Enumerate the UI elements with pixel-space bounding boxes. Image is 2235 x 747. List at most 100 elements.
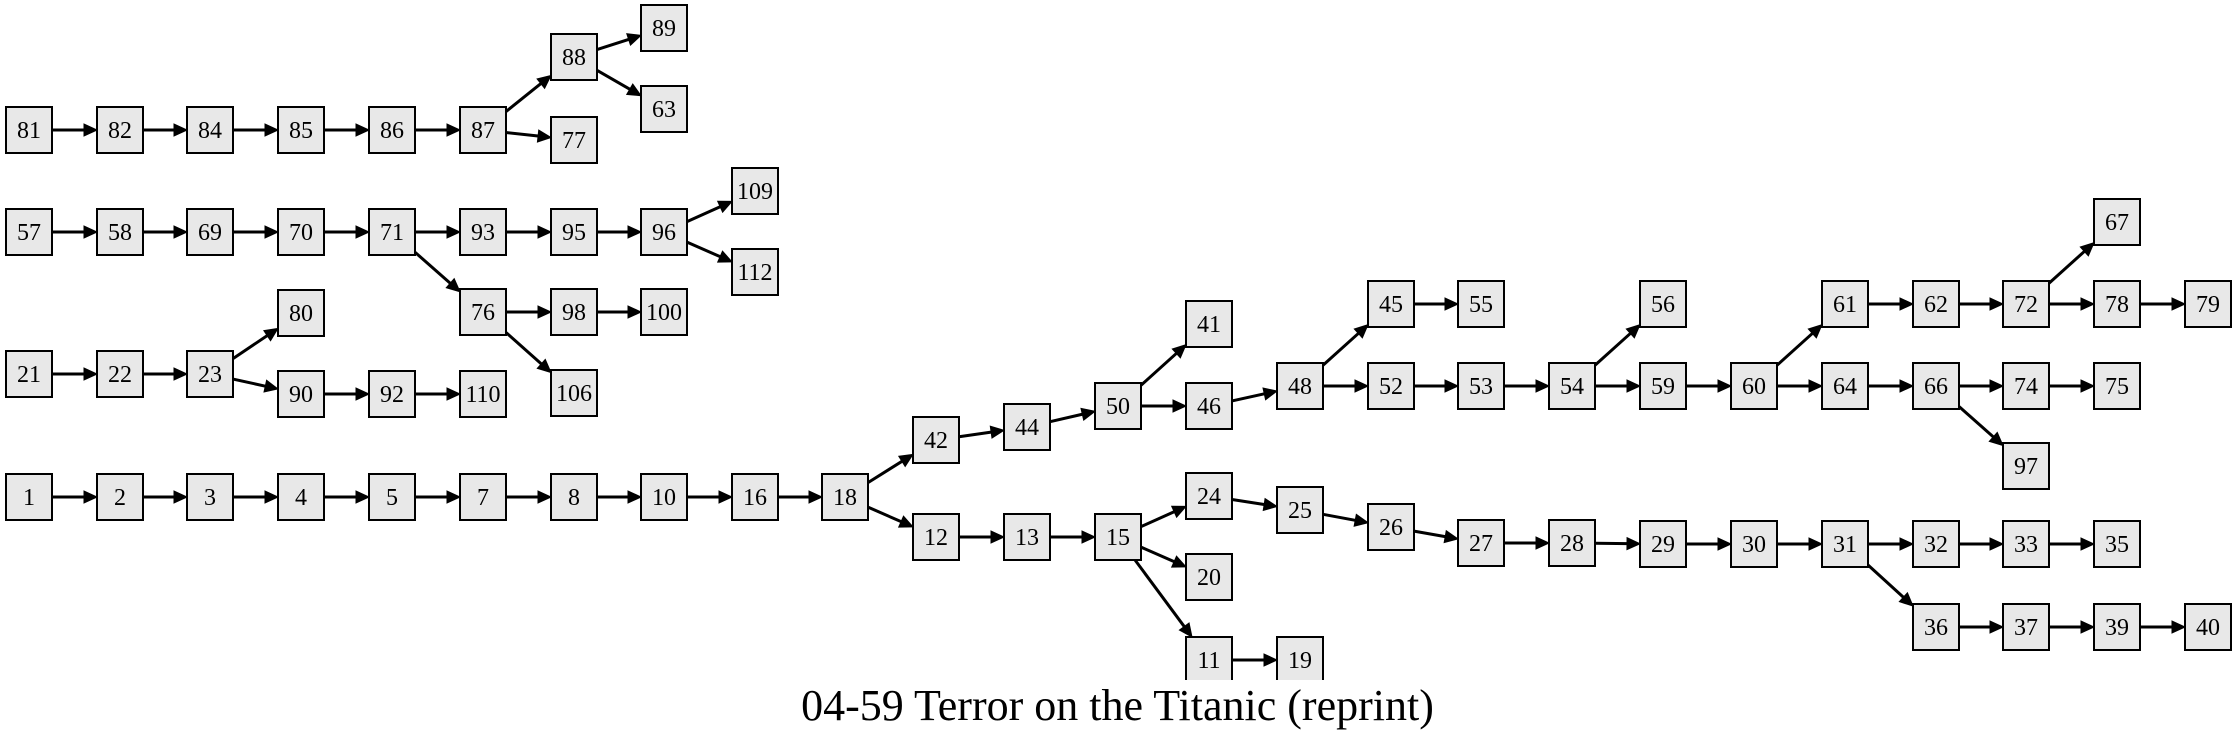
edge-line (1231, 498, 1265, 506)
node-box (1548, 519, 1596, 567)
node-label: 88 (562, 45, 586, 71)
node-label: 87 (471, 118, 495, 144)
node-label: 39 (2105, 615, 2129, 641)
node-75: 75 (2093, 362, 2141, 410)
node-label: 97 (2014, 454, 2038, 480)
node-93: 93 (459, 208, 507, 256)
node-82: 82 (96, 106, 144, 154)
arrowhead-icon (627, 490, 643, 504)
node-label: 37 (2014, 615, 2038, 641)
node-label: 1 (23, 485, 35, 511)
edge-96-109 (686, 200, 734, 224)
arrowhead-icon (2080, 379, 2096, 393)
arrowhead-icon (1353, 513, 1370, 527)
node-2: 2 (96, 473, 144, 521)
arrowhead-icon (1899, 537, 1915, 551)
edge-76-106 (505, 331, 552, 374)
node-label: 85 (289, 118, 313, 144)
node-label: 8 (568, 485, 580, 511)
arrowhead-icon (1444, 379, 1460, 393)
arrowhead-icon (263, 327, 279, 342)
edge-23-90 (232, 377, 280, 393)
node-label: 60 (1742, 374, 1766, 400)
edge-15-24 (1140, 505, 1188, 529)
arrowhead-icon (716, 200, 734, 214)
node-box (2184, 280, 2232, 328)
node-box (731, 248, 779, 296)
node-11: 11 (1185, 636, 1233, 680)
arrowhead-icon (537, 490, 553, 504)
edge-61-62 (1868, 297, 1915, 311)
node-56: 56 (1639, 280, 1687, 328)
node-box (2002, 442, 2050, 490)
edge-layer (52, 33, 2187, 667)
arrowhead-icon (2171, 297, 2187, 311)
node-45: 45 (1367, 280, 1415, 328)
node-box (1639, 520, 1687, 568)
arrowhead-icon (989, 425, 1006, 439)
node-box (2184, 603, 2232, 651)
arrowhead-icon (537, 225, 553, 239)
node-label: 27 (1469, 531, 1493, 557)
arrowhead-icon (1717, 379, 1733, 393)
node-label: 35 (2105, 532, 2129, 558)
node-label: 58 (108, 220, 132, 246)
node-35: 35 (2093, 520, 2141, 568)
arrowhead-icon (1444, 297, 1460, 311)
node-box (368, 473, 416, 521)
node-box (2093, 280, 2141, 328)
node-label: 18 (833, 485, 857, 511)
node-box (1367, 503, 1415, 551)
node-62: 62 (1912, 280, 1960, 328)
edge-25-26 (1322, 512, 1370, 527)
edge-44-50 (1049, 407, 1097, 424)
node-box (1003, 513, 1051, 561)
arrowhead-icon (355, 490, 371, 504)
edge-27-28 (1504, 536, 1551, 550)
node-1: 1 (5, 473, 53, 521)
node-86: 86 (368, 106, 416, 154)
arrowhead-icon (446, 490, 462, 504)
edge-15-11 (1133, 559, 1193, 638)
node-77: 77 (550, 116, 598, 164)
node-50: 50 (1094, 382, 1142, 430)
node-label: 2 (114, 485, 126, 511)
edge-93-95 (506, 225, 553, 239)
edge-line (1866, 563, 1905, 599)
node-box (1094, 513, 1142, 561)
node-box (1457, 280, 1505, 328)
node-label: 106 (556, 381, 592, 407)
node-30: 30 (1730, 520, 1778, 568)
edge-line (1413, 529, 1446, 539)
node-label: 78 (2105, 292, 2129, 318)
edge-23-80 (232, 327, 279, 360)
arrowhead-icon (1807, 323, 1823, 339)
node-76: 76 (459, 288, 507, 336)
arrowhead-icon (1989, 537, 2005, 551)
node-79: 79 (2184, 280, 2232, 328)
node-label: 33 (2014, 532, 2038, 558)
node-box (1185, 636, 1233, 680)
node-19: 19 (1276, 636, 1324, 680)
edge-line (1231, 392, 1265, 403)
node-label: 66 (1924, 374, 1948, 400)
edge-line (1322, 512, 1356, 522)
arrowhead-icon (83, 490, 99, 504)
node-27: 27 (1457, 519, 1505, 567)
arrowhead-icon (897, 515, 915, 528)
node-label: 86 (380, 118, 404, 144)
arrowhead-icon (1899, 379, 1915, 393)
node-label: 5 (386, 485, 398, 511)
node-80: 80 (277, 289, 325, 337)
arrowhead-icon (1988, 431, 2004, 447)
arrowhead-icon (808, 490, 824, 504)
node-label: 44 (1015, 415, 1039, 441)
node-4: 4 (277, 473, 325, 521)
node-label: 75 (2105, 374, 2129, 400)
edge-62-72 (1959, 297, 2005, 311)
edge-line (232, 377, 266, 388)
edge-line (1049, 412, 1083, 424)
node-label: 12 (924, 525, 948, 551)
edge-line (414, 251, 452, 285)
